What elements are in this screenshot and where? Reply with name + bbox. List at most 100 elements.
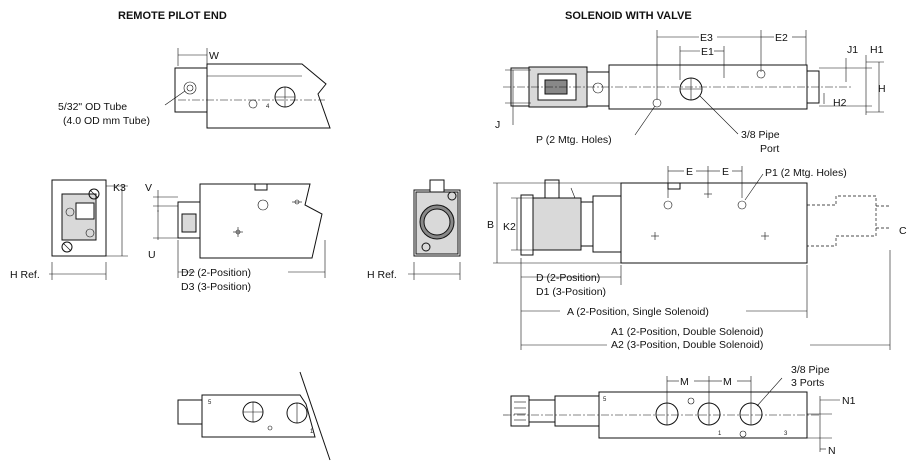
port-label-1: 1 <box>718 431 722 437</box>
end-view-port <box>85 228 95 238</box>
m-label-left: M <box>680 376 689 388</box>
j-label: J <box>495 119 500 131</box>
d-label: D (2-Position) <box>536 272 600 284</box>
h-label: H <box>878 83 886 95</box>
b-label: B <box>487 219 494 231</box>
m-label-right: M <box>723 376 732 388</box>
side-valve-body <box>620 182 808 264</box>
bottom-coil-end <box>510 395 530 427</box>
pipe-ports-label-line2: 3 Ports <box>791 377 824 389</box>
side-body-outline <box>199 183 323 259</box>
side-top-tab <box>667 182 681 190</box>
bottom-mount-mark <box>739 430 747 438</box>
p1-mtg-label: P1 (2 Mtg. Holes) <box>765 167 847 179</box>
k3-label: K3 <box>113 182 126 194</box>
pilot-tube-bore <box>186 84 194 92</box>
screw-slot <box>62 242 72 252</box>
end-view-screw <box>447 191 457 201</box>
tube-leader <box>164 90 186 106</box>
side-port-mark <box>663 200 673 210</box>
p1-leader <box>744 173 764 201</box>
d3-label: D3 (3-Position) <box>181 281 251 293</box>
e1-label: E1 <box>701 46 714 58</box>
e3-label: E3 <box>700 32 713 44</box>
a1-label: A1 (2-Position, Double Solenoid) <box>611 326 763 338</box>
port-label-3: 3 <box>784 431 788 437</box>
screw-slot <box>89 189 99 199</box>
j1-label: J1 <box>847 44 858 56</box>
side-coil <box>532 197 582 251</box>
a2-label: A2 (3-Position, Double Solenoid) <box>611 339 763 351</box>
solenoid-end-view: H Ref. <box>367 179 461 281</box>
solenoid-top-view: E3 E2 E1 H J1 H1 H2 J P (2 Mtg. Holes) 3… <box>495 30 886 155</box>
side-adapter <box>580 201 594 247</box>
side-port <box>257 199 269 211</box>
side-wire <box>570 187 576 199</box>
n-label: N <box>828 445 836 457</box>
bottom-mount-mark <box>687 397 695 405</box>
remote-pilot-top-view: 4 W 5/32" OD Tube (4.0 OD mm Tube) <box>58 48 331 129</box>
bottom-pilot-section <box>554 395 600 427</box>
side-pilot-section <box>592 195 622 253</box>
bottom-pilot-cap <box>177 399 203 425</box>
bottom-body-outline <box>201 394 316 438</box>
bottom-adapter <box>528 399 556 423</box>
end-view-screw-top <box>88 188 100 200</box>
side-port-mark <box>737 200 747 210</box>
v-label: V <box>145 182 152 194</box>
tube-label-line1: 5/32" OD Tube <box>58 101 127 113</box>
pilot-end-cap <box>174 67 208 113</box>
pipe-port-label-line2: Port <box>760 143 779 155</box>
c-label: C <box>899 225 907 237</box>
k2-label: K2 <box>503 221 516 233</box>
e-label-right: E <box>722 166 729 178</box>
pipe-ports-leader <box>756 377 783 407</box>
side-top-tab <box>254 183 268 191</box>
d2-label: D2 (2-Position) <box>181 267 251 279</box>
side-connector <box>544 179 560 199</box>
solenoid-bottom-view: 5 1 3 M M 3/8 Pipe 3 Ports N1 N <box>503 364 856 457</box>
end-view-port <box>65 207 75 217</box>
end-view-port-block <box>75 202 95 220</box>
end-view-screw <box>421 242 431 252</box>
a-label: A (2-Position, Single Solenoid) <box>567 306 709 318</box>
h1-label: H1 <box>870 44 884 56</box>
top-manual-override <box>592 82 604 94</box>
pilot-tube-fitting <box>183 81 197 95</box>
port-label-4: 4 <box>266 104 270 110</box>
u-label: U <box>148 249 156 261</box>
solenoid-side-view: E E P1 (2 Mtg. Holes) B K2 C D (2-Positi… <box>487 166 907 351</box>
title-solenoid-with-valve: SOLENOID WITH VALVE <box>565 10 692 22</box>
remote-pilot-bottom-view: 5 1 <box>177 371 331 461</box>
d1-label: D1 (3-Position) <box>536 286 606 298</box>
n1-label: N1 <box>842 395 856 407</box>
pipe-ports-label-line1: 3/8 Pipe <box>791 364 830 376</box>
mounting-hole <box>248 99 258 109</box>
pipe-port-label-line1: 3/8 Pipe <box>741 129 780 141</box>
p-mtg-leader <box>634 105 656 136</box>
remote-pilot-end-view: K3 H Ref. <box>10 179 128 281</box>
href-label: H Ref. <box>367 269 397 281</box>
top-valve-body <box>608 64 808 110</box>
bottom-mark <box>267 425 273 431</box>
end-view-coil-core <box>423 208 451 236</box>
port-label-5: 5 <box>208 400 212 406</box>
tube-label-line2: (4.0 OD mm Tube) <box>63 115 150 127</box>
port-label-5: 5 <box>603 397 607 403</box>
pipe-port-leader <box>699 95 739 135</box>
side-pilot-fitting <box>181 213 197 233</box>
dashed-second-solenoid <box>807 195 877 247</box>
top-adapter <box>586 71 610 107</box>
side-coil-end <box>520 194 534 256</box>
break-line <box>299 371 331 461</box>
e2-label: E2 <box>775 32 788 44</box>
title-remote-pilot-end: REMOTE PILOT END <box>118 10 227 22</box>
e-label-left: E <box>686 166 693 178</box>
end-view-screw-bottom <box>61 241 73 253</box>
h2-label: H2 <box>833 97 847 109</box>
port-label-1: 1 <box>310 429 314 435</box>
end-view-connector <box>429 179 445 193</box>
href-label: H Ref. <box>10 269 40 281</box>
p-mtg-label: P (2 Mtg. Holes) <box>536 134 612 146</box>
